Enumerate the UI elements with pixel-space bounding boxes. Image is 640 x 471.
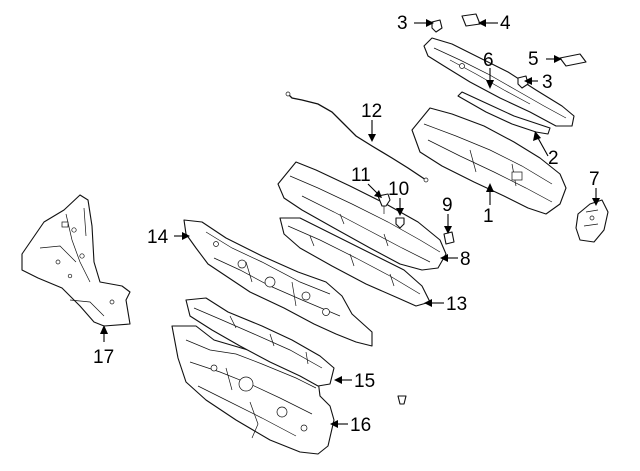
callout-12: 12 <box>361 101 382 122</box>
callout-1: 1 <box>483 206 494 227</box>
part-5-pad <box>559 53 587 67</box>
part-13-cowl-lower-bar <box>279 217 431 307</box>
callout-11: 11 <box>351 165 371 186</box>
part-9-clip <box>443 231 455 245</box>
part-3-clip-lower <box>517 75 529 89</box>
part-4-pad <box>461 13 481 27</box>
callout-3-lower: 3 <box>542 72 553 93</box>
part-15-brace <box>185 297 335 387</box>
part-2-seal-strip <box>457 91 551 135</box>
callout-2: 2 <box>548 148 559 169</box>
callout-10: 10 <box>388 179 409 200</box>
part-3-clip-upper <box>431 19 443 33</box>
callout-14: 14 <box>147 227 169 248</box>
callout-5: 5 <box>528 49 539 70</box>
part-17-side-panel <box>21 194 131 327</box>
part-10-bolt <box>395 217 405 229</box>
callout-8: 8 <box>460 249 471 270</box>
callout-9: 9 <box>442 195 453 216</box>
callout-labels: 1 2 3 4 5 3 6 7 8 9 10 11 12 13 14 15 16… <box>93 13 600 436</box>
part-14-dash-panel <box>183 219 373 347</box>
part-16-lower-dash-panel <box>171 325 407 455</box>
part-1-cowl-box <box>411 107 567 215</box>
callout-3-upper: 3 <box>397 13 408 34</box>
callout-6: 6 <box>483 50 494 71</box>
callout-15: 15 <box>354 371 375 392</box>
part-8-cowl-top <box>277 161 447 271</box>
part-6-upper-cowl <box>423 37 575 127</box>
callout-17: 17 <box>93 347 114 368</box>
part-7-bracket <box>575 199 609 243</box>
callout-13: 13 <box>446 294 467 315</box>
callout-7: 7 <box>589 169 600 190</box>
callout-16: 16 <box>350 415 371 436</box>
callout-4: 4 <box>500 13 511 34</box>
part-12-cable <box>285 91 429 183</box>
leader-lines <box>100 19 600 428</box>
